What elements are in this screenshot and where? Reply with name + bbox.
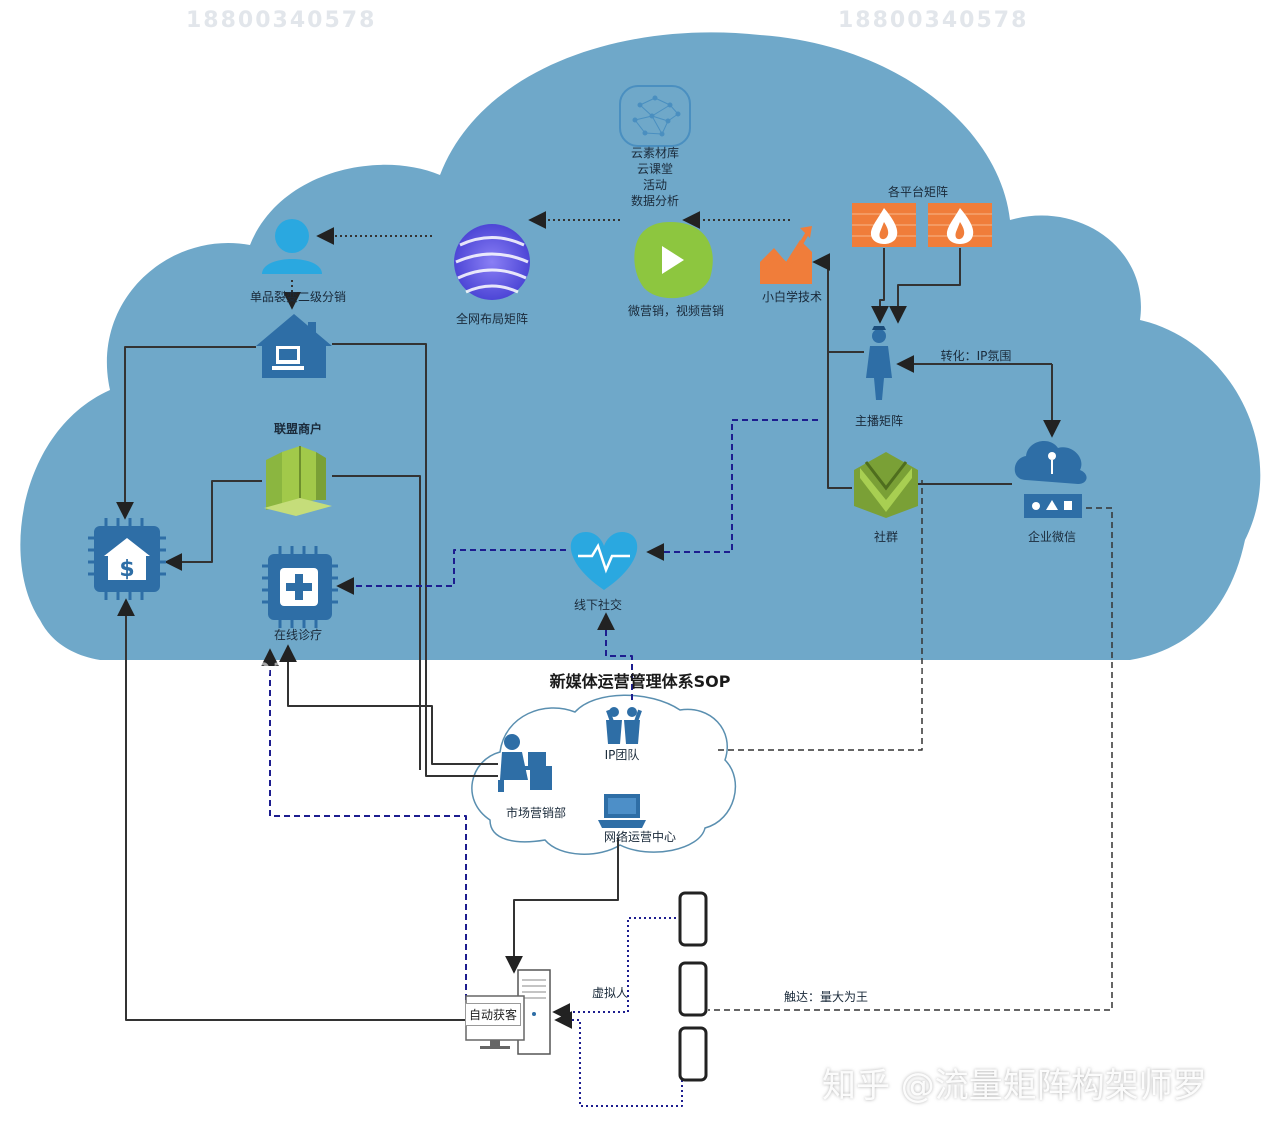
- firewall-icon: [852, 203, 916, 247]
- watermark-mid-right: 18800340578: [838, 660, 1029, 685]
- play-icon: [634, 222, 713, 299]
- watermark-top-left: 18800340578: [186, 8, 377, 33]
- house-icon: [256, 314, 332, 378]
- heart-pulse-icon: [570, 532, 638, 590]
- svg-text:$: $: [119, 557, 134, 582]
- flow-anchor-to-tech: [812, 253, 864, 353]
- network-matrix-label: 全网布局矩阵: [455, 312, 529, 326]
- watermark-top-right: 18800340578: [838, 8, 1029, 33]
- desk-worker-icon: [498, 734, 552, 792]
- ip-team-label: IP团队: [604, 748, 640, 762]
- flow-community-to-tech: [827, 352, 852, 489]
- flow-acquire-to-payment: [117, 598, 466, 1021]
- globe-icon: [454, 224, 530, 300]
- flow-marketing-to-clinic: [279, 644, 498, 765]
- growth-chart-icon: [760, 226, 812, 284]
- conversion-label: 转化：IP氛围: [940, 349, 1012, 363]
- cloud-library-line-3: 活动: [642, 178, 668, 192]
- anchor-person-icon: [866, 326, 892, 400]
- flow-house-to-marketing: [332, 343, 498, 777]
- flow-team-to-community: [718, 480, 923, 751]
- flow-team-to-offline: [597, 612, 633, 700]
- offline-social-label: 线下社交: [573, 598, 623, 612]
- diagram-title: 新媒体运营管理体系SOP: [549, 672, 731, 691]
- cloud-library-line-1: 云素材库: [630, 146, 680, 160]
- medical-chip-icon: [262, 546, 338, 628]
- flow-firewall1-to-anchor: [871, 248, 889, 324]
- firewall-icon: [928, 203, 992, 247]
- flow-ops-to-acquire: [505, 838, 619, 974]
- watermark-mid-left: 18800340578: [186, 660, 377, 685]
- phone-icon: [678, 1026, 708, 1082]
- reach-label: 触达：量大为王: [783, 990, 869, 1004]
- flow-house-to-payment: [116, 346, 256, 520]
- online-clinic-label: 在线诊疗: [273, 628, 323, 642]
- tech-label: 小白学技术: [761, 290, 823, 304]
- brand-watermark: 知乎 @流量矩阵构架师罗: [822, 1066, 1207, 1106]
- enterprise-wechat-label: 企业微信: [1027, 530, 1077, 544]
- phone-icon: [678, 891, 708, 947]
- cloud-library-line-2: 云课堂: [636, 162, 674, 176]
- laptop-icon: [598, 794, 646, 828]
- marketing-dept-label: 市场营销部: [505, 806, 567, 820]
- cloud-library-line-4: 数据分析: [630, 194, 680, 208]
- micro-marketing-label: 微营销，视频营销: [627, 304, 725, 318]
- flow-phone3-to-acquire: [554, 1011, 683, 1107]
- auto-acquire-label: 自动获客: [465, 1003, 522, 1026]
- flow-community-to-offline: [646, 419, 818, 561]
- person-icon: [262, 219, 322, 274]
- alliance-label: 联盟商户: [273, 422, 323, 436]
- flow-acquire-to-clinic: [261, 648, 467, 1000]
- cloud-server-icon: [1014, 441, 1087, 518]
- community-label: 社群: [873, 530, 899, 544]
- community-icon: [854, 452, 918, 518]
- flow-firewall2-to-anchor: [889, 248, 961, 324]
- anchor-matrix-label: 主播矩阵: [854, 414, 904, 428]
- flow-phone1-to-acquire: [552, 917, 706, 1021]
- team-cloud: [471, 694, 737, 855]
- payment-chip-icon: $: [88, 518, 166, 600]
- flow-alliance-to-marketing: [332, 475, 421, 770]
- virtual-person-label: 虚拟人: [591, 986, 629, 1000]
- neural-network-icon: [619, 85, 691, 147]
- single-product-label: 单品裂变二级分销: [249, 290, 347, 304]
- ops-center-label: 网络运营中心: [603, 830, 677, 844]
- buildings-icon: [264, 446, 332, 516]
- main-cloud: [20, 32, 1261, 660]
- team-icon: [606, 707, 642, 744]
- platform-matrix-label: 各平台矩阵: [887, 185, 949, 199]
- flow-wechat-to-reach: [708, 507, 1113, 1011]
- flow-alliance-to-payment: [164, 480, 262, 571]
- flow-offline-to-clinic: [336, 549, 566, 595]
- phone-icon: [678, 961, 708, 1017]
